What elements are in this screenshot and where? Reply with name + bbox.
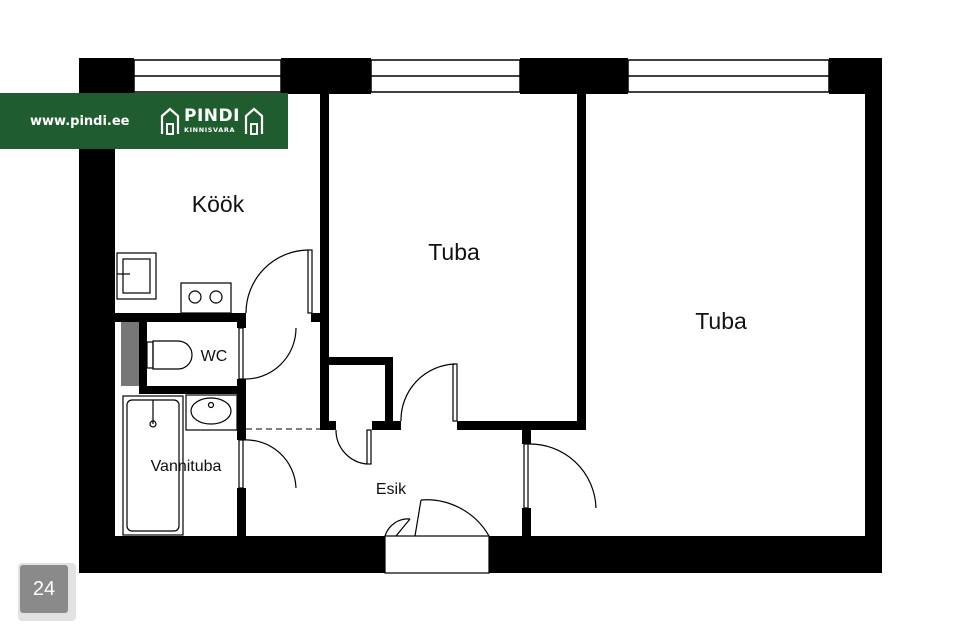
room-label-hall: Esik: [376, 481, 407, 498]
website-url: www.pindi.ee: [30, 113, 130, 129]
logo-name: PINDI: [184, 106, 240, 127]
pindi-banner: www.pindi.ee PINDI KINNISVARA: [0, 93, 288, 149]
pindi-logo: PINDI KINNISVARA: [160, 107, 264, 135]
door-openings: [237, 313, 531, 573]
windows: [133, 59, 830, 93]
house-icon: [160, 107, 180, 135]
doors: [238, 249, 597, 574]
room-label-room-2: Tuba: [695, 308, 747, 334]
outer-walls: [79, 58, 882, 573]
bathtub: [122, 395, 184, 536]
page-number: 24: [32, 577, 56, 600]
room-label-room-1: Tuba: [428, 239, 480, 265]
house-icon: [244, 107, 264, 135]
toilet: [146, 340, 193, 370]
page-number-badge: 24: [18, 563, 76, 621]
kitchen-sink: [116, 252, 157, 300]
room-label-bathroom: Vannituba: [151, 458, 222, 475]
room-label-wc: WC: [201, 348, 228, 365]
stove: [180, 282, 232, 314]
logo-subtitle: KINNISVARA: [184, 126, 236, 135]
room-label-kitchen: Köök: [192, 191, 245, 217]
bathroom-sink: [185, 394, 238, 431]
